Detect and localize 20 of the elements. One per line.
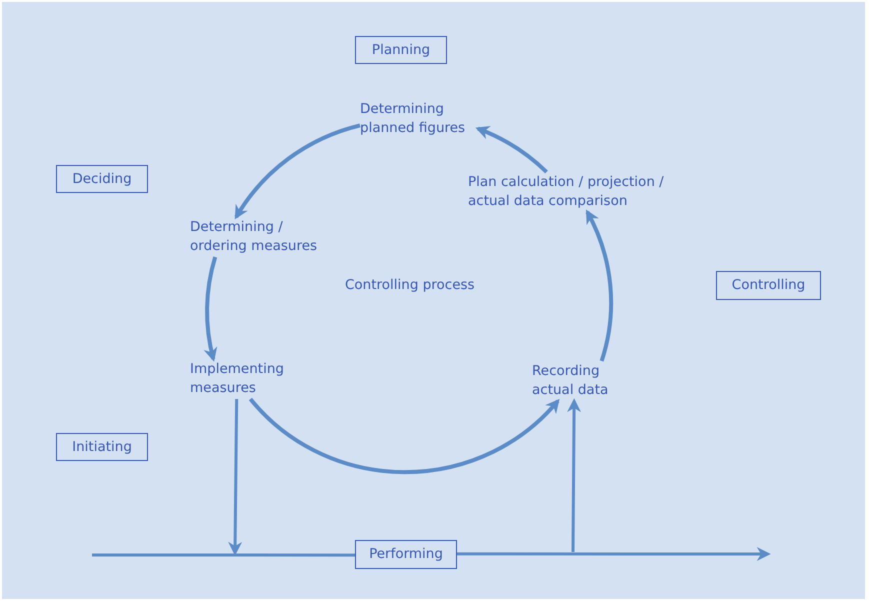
step-text: Implementing measures — [190, 360, 285, 398]
step-text: Determining planned figures — [360, 100, 466, 138]
arrow — [234, 123, 361, 220]
phase-label-box: Controlling — [716, 271, 821, 300]
phase-label-box: Initiating — [56, 433, 148, 461]
cycle-title: Controlling process — [345, 277, 475, 293]
arrow — [567, 398, 582, 552]
phase-label-box: Performing — [355, 540, 457, 569]
arrow — [228, 398, 242, 556]
step-text: Determining / ordering measures — [190, 218, 318, 256]
arrow — [586, 209, 613, 362]
phase-label-box: Deciding — [56, 165, 148, 193]
timeline-line — [92, 554, 355, 557]
phase-label-box: Planning — [355, 36, 447, 64]
arrow — [457, 547, 771, 561]
step-text: Recording actual data — [532, 362, 610, 400]
arrow — [248, 398, 560, 474]
step-text: Plan calculation / projection / actual data comparison — [468, 173, 665, 211]
arrow — [204, 256, 218, 362]
arrow — [475, 126, 548, 174]
